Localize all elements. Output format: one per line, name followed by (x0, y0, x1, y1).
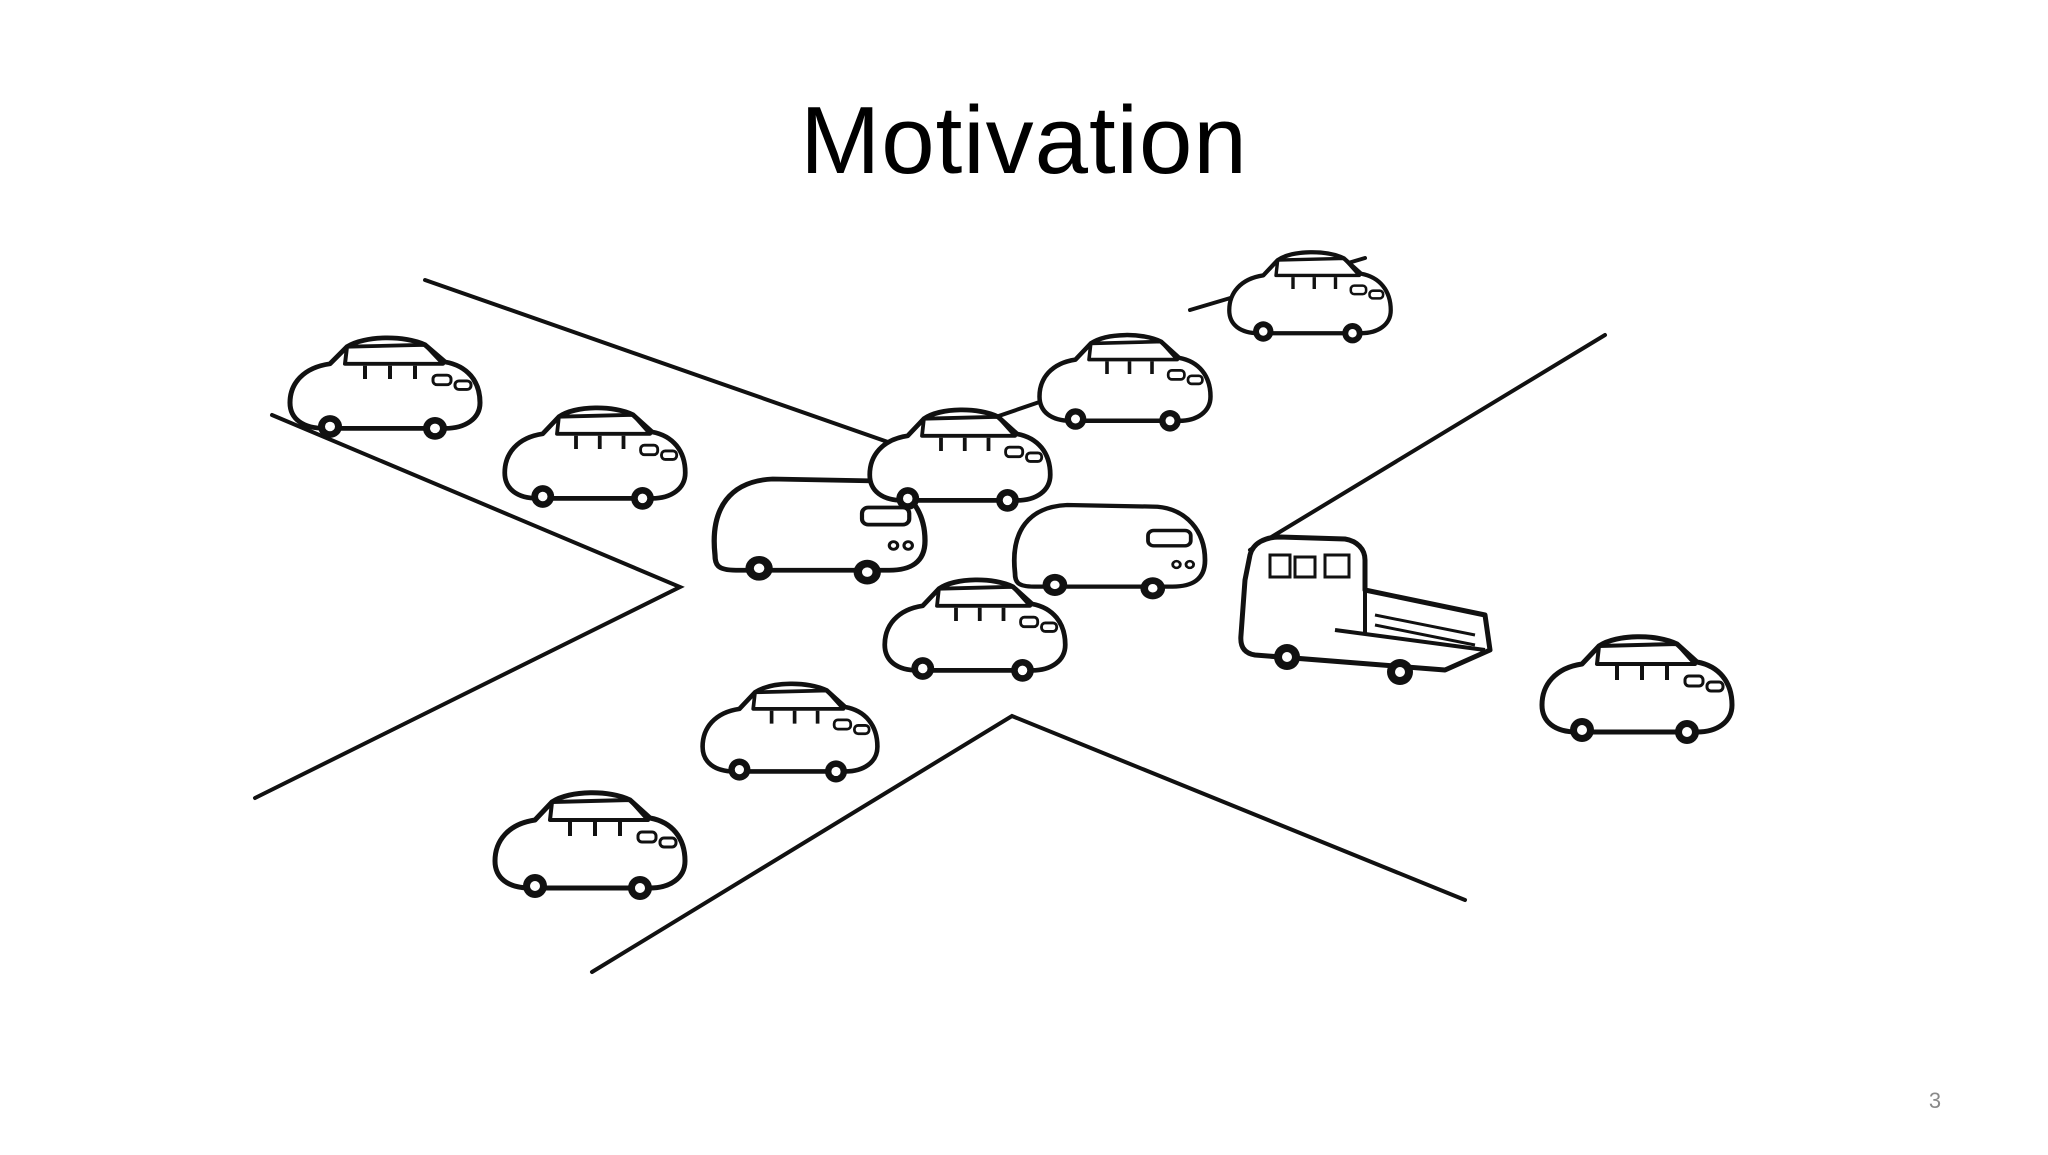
car-icon (885, 580, 1066, 682)
car-icon (1229, 252, 1391, 343)
car-icon (870, 410, 1051, 512)
car-icon (1542, 637, 1732, 744)
car-icon (290, 338, 480, 440)
car-icon (505, 408, 686, 510)
car-icon (495, 793, 685, 900)
car-icon (1040, 335, 1211, 432)
page-number: 3 (1928, 1088, 1942, 1113)
van-icon (1014, 505, 1205, 599)
car-icon (703, 684, 878, 783)
slide-title: Motivation (800, 87, 1248, 194)
truck-icon (1238, 534, 1493, 685)
